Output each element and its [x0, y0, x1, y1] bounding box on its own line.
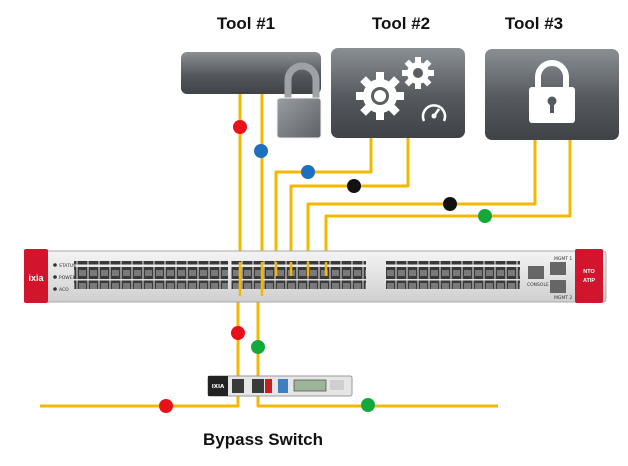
packet-broker: ixia STATUS POWER ACO CONSOLE MGMT 1 MGM…	[24, 249, 607, 303]
bypass-switch-label: Bypass Switch	[203, 430, 323, 449]
bypass-switch: IXIA	[207, 375, 353, 397]
ixia-logo	[24, 249, 48, 303]
port-bank-2	[231, 261, 366, 289]
dot-black-tool3	[443, 197, 457, 211]
lock-icon	[276, 62, 322, 139]
mgmt-label-2: MGMT 2	[554, 295, 572, 301]
tool-3	[485, 49, 619, 140]
gauge-icon	[421, 104, 447, 122]
gears-icon	[356, 57, 447, 122]
nto-badge-line-2: ATIP	[583, 278, 595, 284]
tool-1	[181, 52, 322, 139]
dot-red-network	[159, 399, 173, 413]
broker-brand: ixia	[28, 273, 44, 283]
packet-dots	[159, 120, 492, 413]
dot-black-tool2	[347, 179, 361, 193]
port-bank-1	[74, 261, 228, 289]
tool-2-label: Tool #2	[372, 14, 430, 33]
mgmt-label-console: CONSOLE	[527, 282, 549, 288]
links	[40, 94, 572, 408]
nto-badge	[575, 249, 603, 303]
dot-blue-tool2	[301, 165, 315, 179]
dot-green-network	[361, 398, 375, 412]
link-tool3-a	[306, 140, 537, 262]
padlock-icon	[529, 60, 575, 123]
tool-3-label: Tool #3	[505, 14, 563, 33]
tool-1-label: Tool #1	[217, 14, 275, 33]
link-tool2-a	[274, 138, 373, 262]
led-label-power: POWER	[59, 275, 76, 281]
dot-green-bypass	[251, 340, 265, 354]
led-label-status: STATUS	[59, 263, 76, 269]
port-bank-3	[386, 261, 520, 289]
mgmt-label-1: MGMT 1	[554, 256, 572, 262]
port-links	[238, 262, 328, 296]
nto-badge-line-1: NTO	[583, 269, 595, 275]
tool-2	[331, 48, 465, 138]
dot-red-tool1	[233, 120, 247, 134]
led-label-aco: ACO	[59, 287, 69, 293]
mgmt-ports: CONSOLE MGMT 1 MGMT 2	[527, 256, 572, 301]
link-tool3-b	[324, 140, 572, 262]
bypass-brand: IXIA	[212, 384, 225, 390]
dot-red-bypass	[231, 326, 245, 340]
tool-1-box	[181, 52, 321, 94]
status-leds: STATUS POWER ACO	[53, 263, 76, 293]
dot-blue-tool1	[254, 144, 268, 158]
dot-green-tool3	[478, 209, 492, 223]
